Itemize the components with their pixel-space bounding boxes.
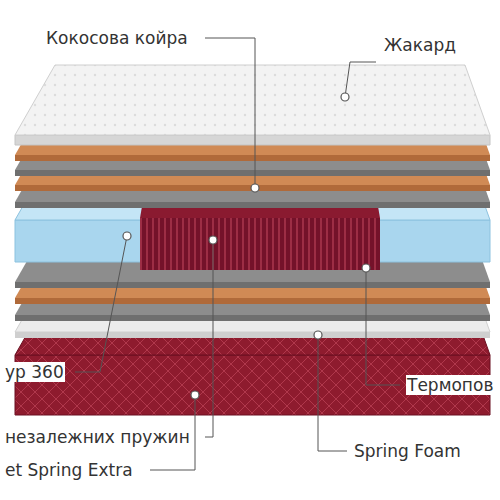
layer-side bbox=[15, 298, 490, 304]
leader-dot bbox=[209, 236, 217, 244]
leader-dot bbox=[362, 264, 370, 272]
layer-side bbox=[15, 185, 490, 191]
layer-side bbox=[15, 202, 490, 208]
layer-side bbox=[15, 170, 490, 176]
leader-line bbox=[366, 268, 400, 385]
part-label: Термопов bbox=[406, 375, 494, 395]
part-label: Кокосова койра bbox=[45, 28, 189, 48]
jacquard-layer bbox=[15, 65, 490, 145]
leader-dot bbox=[123, 232, 131, 240]
layer-side bbox=[15, 282, 490, 288]
leader-line bbox=[345, 62, 376, 97]
layer-side bbox=[15, 332, 490, 338]
layer-side bbox=[15, 155, 490, 161]
leader-line bbox=[75, 236, 127, 372]
layer-top bbox=[15, 65, 490, 135]
part-label: ур 360 bbox=[4, 362, 65, 382]
leader-dots bbox=[123, 93, 370, 399]
leader-line bbox=[318, 335, 347, 451]
leader-lines bbox=[75, 38, 400, 470]
leader-line bbox=[205, 240, 213, 437]
felt-layer bbox=[15, 212, 490, 288]
leader-dot bbox=[251, 184, 259, 192]
part-label: незалежних пружин bbox=[4, 427, 191, 447]
leader-line bbox=[205, 38, 255, 185]
layer-side bbox=[15, 315, 490, 321]
part-label: et Spring Extra bbox=[4, 460, 134, 480]
layer-side bbox=[15, 135, 490, 145]
leader-dot bbox=[314, 331, 322, 339]
leader-dot bbox=[341, 93, 349, 101]
springs-side bbox=[140, 218, 380, 270]
leader-dot bbox=[191, 391, 199, 399]
part-label: Жакард bbox=[383, 35, 457, 55]
layer-top bbox=[15, 212, 490, 282]
part-label: Spring Foam bbox=[353, 441, 462, 461]
